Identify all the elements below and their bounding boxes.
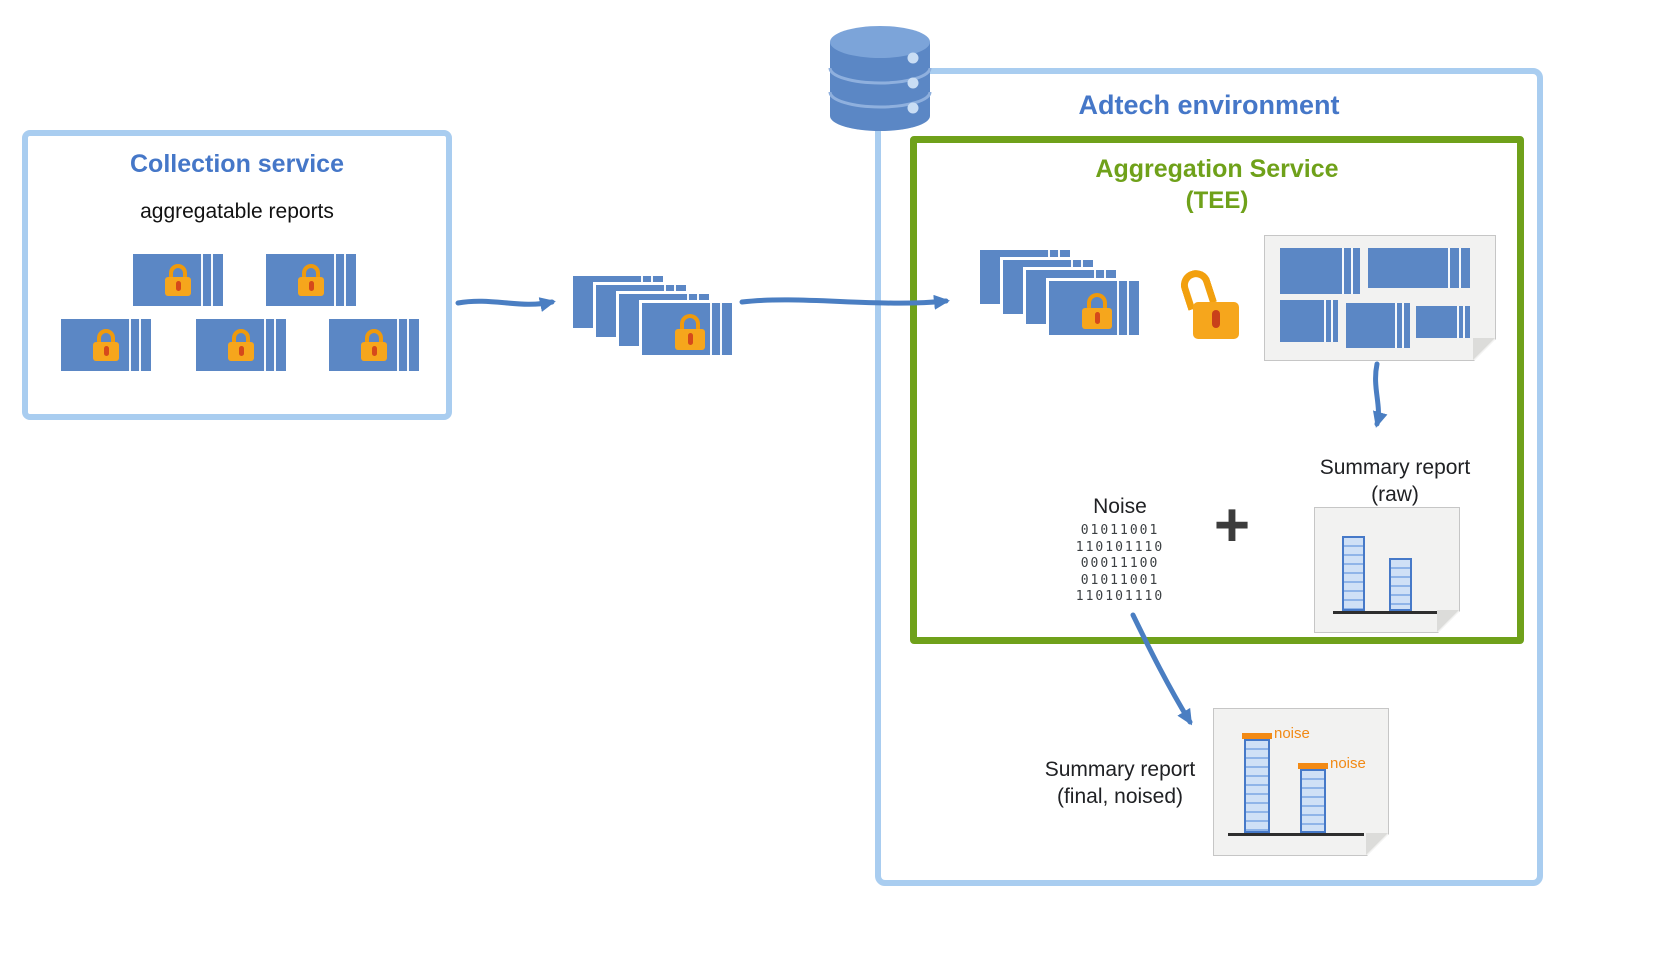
lock-shackle (365, 329, 383, 344)
binary-line: 110101110 (1075, 539, 1165, 555)
lock-keyhole (238, 346, 244, 356)
open-lock-keyhole (1212, 310, 1220, 328)
aggregatable-reports-label: aggregatable reports (140, 200, 334, 223)
lock-keyhole (1094, 312, 1100, 324)
lock-icon (675, 314, 705, 350)
encrypted-report-icon (639, 300, 735, 358)
raw-chart-baseline (1333, 611, 1445, 614)
binary-line: 01011001 (1080, 523, 1160, 538)
lock-keyhole (175, 281, 181, 291)
final-chart-bar-1 (1244, 739, 1270, 833)
lock-shackle (97, 329, 115, 344)
lock-icon (361, 329, 387, 361)
summary-report-final-line1: Summary report (1044, 758, 1196, 781)
noise-cap-1 (1242, 733, 1272, 739)
binary-line: 00011100 (1080, 556, 1160, 571)
aggregation-service-title: Aggregation Service (1095, 155, 1339, 183)
encrypted-report-icon (329, 319, 419, 371)
data-block (1416, 306, 1470, 338)
data-block (1280, 248, 1360, 294)
raw-chart-bar-2 (1389, 558, 1412, 611)
report-batch-stack (570, 273, 738, 363)
page-fold (1437, 610, 1459, 632)
encrypted-report-icon (1046, 278, 1142, 338)
lock-keyhole (371, 346, 377, 356)
lock-shackle (232, 329, 250, 344)
tee-subtitle: (TEE) (1185, 187, 1249, 214)
summary-report-final-document-icon: noise noise (1213, 708, 1389, 856)
data-block (1346, 303, 1410, 348)
binary-line: 01011001 (1080, 572, 1160, 588)
lock-shackle (1087, 293, 1107, 309)
lock-icon (165, 264, 191, 296)
data-block (1368, 248, 1470, 288)
final-chart-baseline (1228, 833, 1364, 836)
lock-shackle (680, 314, 700, 330)
page-fold (1473, 338, 1495, 360)
noise-tag-1: noise (1274, 725, 1310, 742)
encrypted-report-icon (196, 319, 286, 371)
binary-line: 110101110 (1075, 589, 1165, 604)
summary-report-raw-line2: (raw) (1371, 483, 1419, 506)
final-chart-bar-2 (1300, 769, 1326, 833)
adtech-environment-box: Adtech environment (875, 68, 1543, 886)
collection-service-title: Collection service (130, 150, 344, 178)
noise-label: Noise (1093, 495, 1147, 518)
encrypted-report-icon (266, 254, 356, 306)
lock-shackle (169, 264, 187, 279)
lock-shackle (302, 264, 320, 279)
database-icon (828, 26, 932, 131)
lock-keyhole (103, 346, 109, 356)
summary-report-raw-line1: Summary report (1319, 456, 1471, 479)
lock-keyhole (308, 281, 314, 291)
noise-tag-2: noise (1330, 755, 1366, 772)
lock-icon (93, 329, 119, 361)
summary-report-raw-document-icon (1314, 507, 1460, 633)
plus-icon: + (1213, 491, 1251, 560)
raw-chart-bar-1 (1342, 536, 1365, 611)
tee-report-stack (977, 247, 1145, 341)
aggregated-data-document-icon (1264, 235, 1496, 361)
encrypted-report-icon (61, 319, 151, 371)
data-block (1280, 300, 1338, 342)
arrow-collection-to-batch (455, 297, 556, 312)
lock-icon (298, 264, 324, 296)
noise-binary-block: 01011001 110101110 00011100 01011001 110… (1045, 523, 1195, 606)
aggregation-service-box: Aggregation Service (TEE) (910, 136, 1524, 644)
summary-report-final-label: Summary report (final, noised) (1025, 756, 1215, 810)
summary-report-final-line2: (final, noised) (1056, 785, 1184, 808)
noise-cap-2 (1298, 763, 1328, 769)
unlocked-padlock-icon (1177, 266, 1241, 339)
adtech-environment-title: Adtech environment (1078, 90, 1340, 120)
summary-report-raw-label: Summary report (raw) (1305, 454, 1485, 508)
lock-icon (1082, 293, 1112, 329)
collection-service-box: Collection service aggregatable reports (22, 130, 452, 420)
lock-icon (228, 329, 254, 361)
encrypted-report-icon (133, 254, 223, 306)
lock-keyhole (687, 333, 693, 345)
